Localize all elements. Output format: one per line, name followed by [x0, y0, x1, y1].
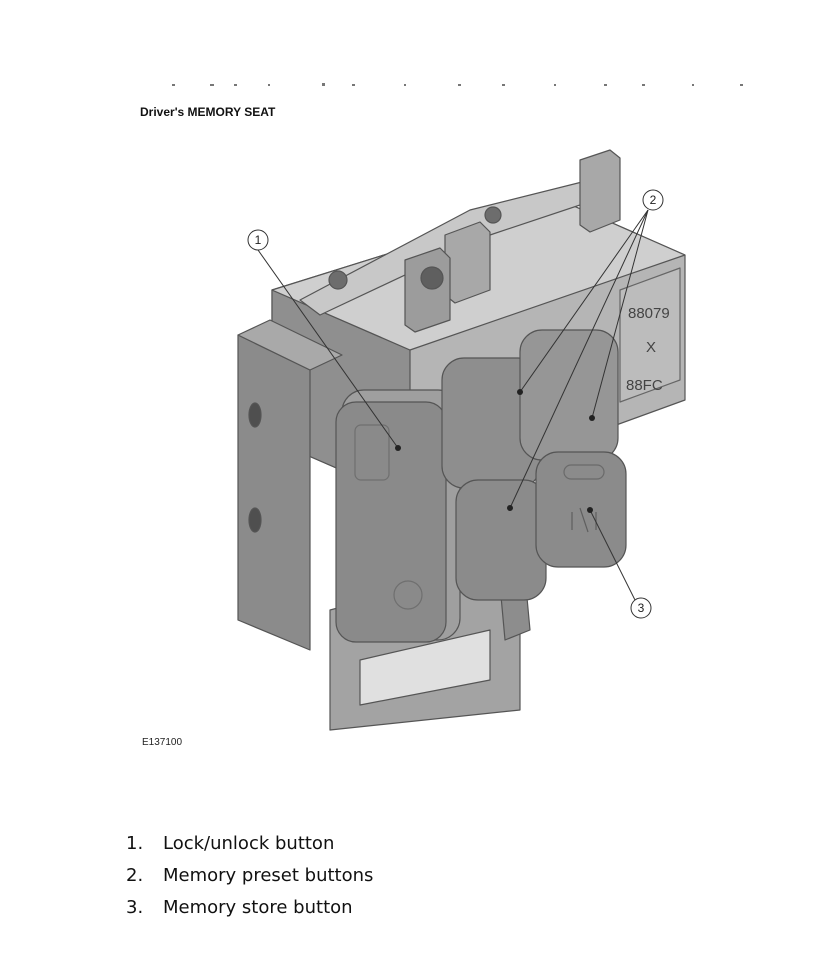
callout-2: 2 [642, 189, 664, 211]
part-stamp-line-2: X [646, 339, 656, 356]
part-stamp: 88079 X 88FC [626, 305, 670, 394]
figure-title: Driver's MEMORY SEAT [140, 105, 276, 119]
legend-text: Memory preset buttons [163, 865, 374, 886]
legend-text: Lock/unlock button [163, 833, 335, 854]
lock-unlock-button-shape [335, 389, 461, 643]
memory-seat-switch-illustration: 88079 X 88FC 1 2 3 [237, 149, 686, 731]
figure-id: E137100 [142, 737, 183, 748]
legend-item: 3. Memory store button [126, 896, 373, 928]
callout-2-label: 2 [650, 193, 657, 207]
legend-number: 1. [126, 833, 144, 854]
callout-1: 1 [247, 229, 269, 251]
legend-item: 1. Lock/unlock button [126, 832, 373, 864]
legend-text: Memory store button [163, 897, 353, 918]
legend-list: 1. Lock/unlock button 2. Memory preset b… [126, 832, 373, 928]
callout-3-label: 3 [638, 601, 645, 615]
callout-1-label: 1 [255, 233, 262, 247]
callout-anchor-dots [395, 389, 595, 513]
cut-off-text-line [172, 83, 743, 86]
memory-preset-buttons-shape [441, 329, 627, 601]
part-stamp-line-3: 88FC [626, 377, 663, 394]
callout-3: 3 [630, 597, 652, 619]
legend-item: 2. Memory preset buttons [126, 864, 373, 896]
callout-leaders [257, 209, 649, 601]
part-stamp-line-1: 88079 [628, 305, 670, 322]
legend-number: 2. [126, 865, 144, 886]
legend-number: 3. [126, 897, 144, 918]
